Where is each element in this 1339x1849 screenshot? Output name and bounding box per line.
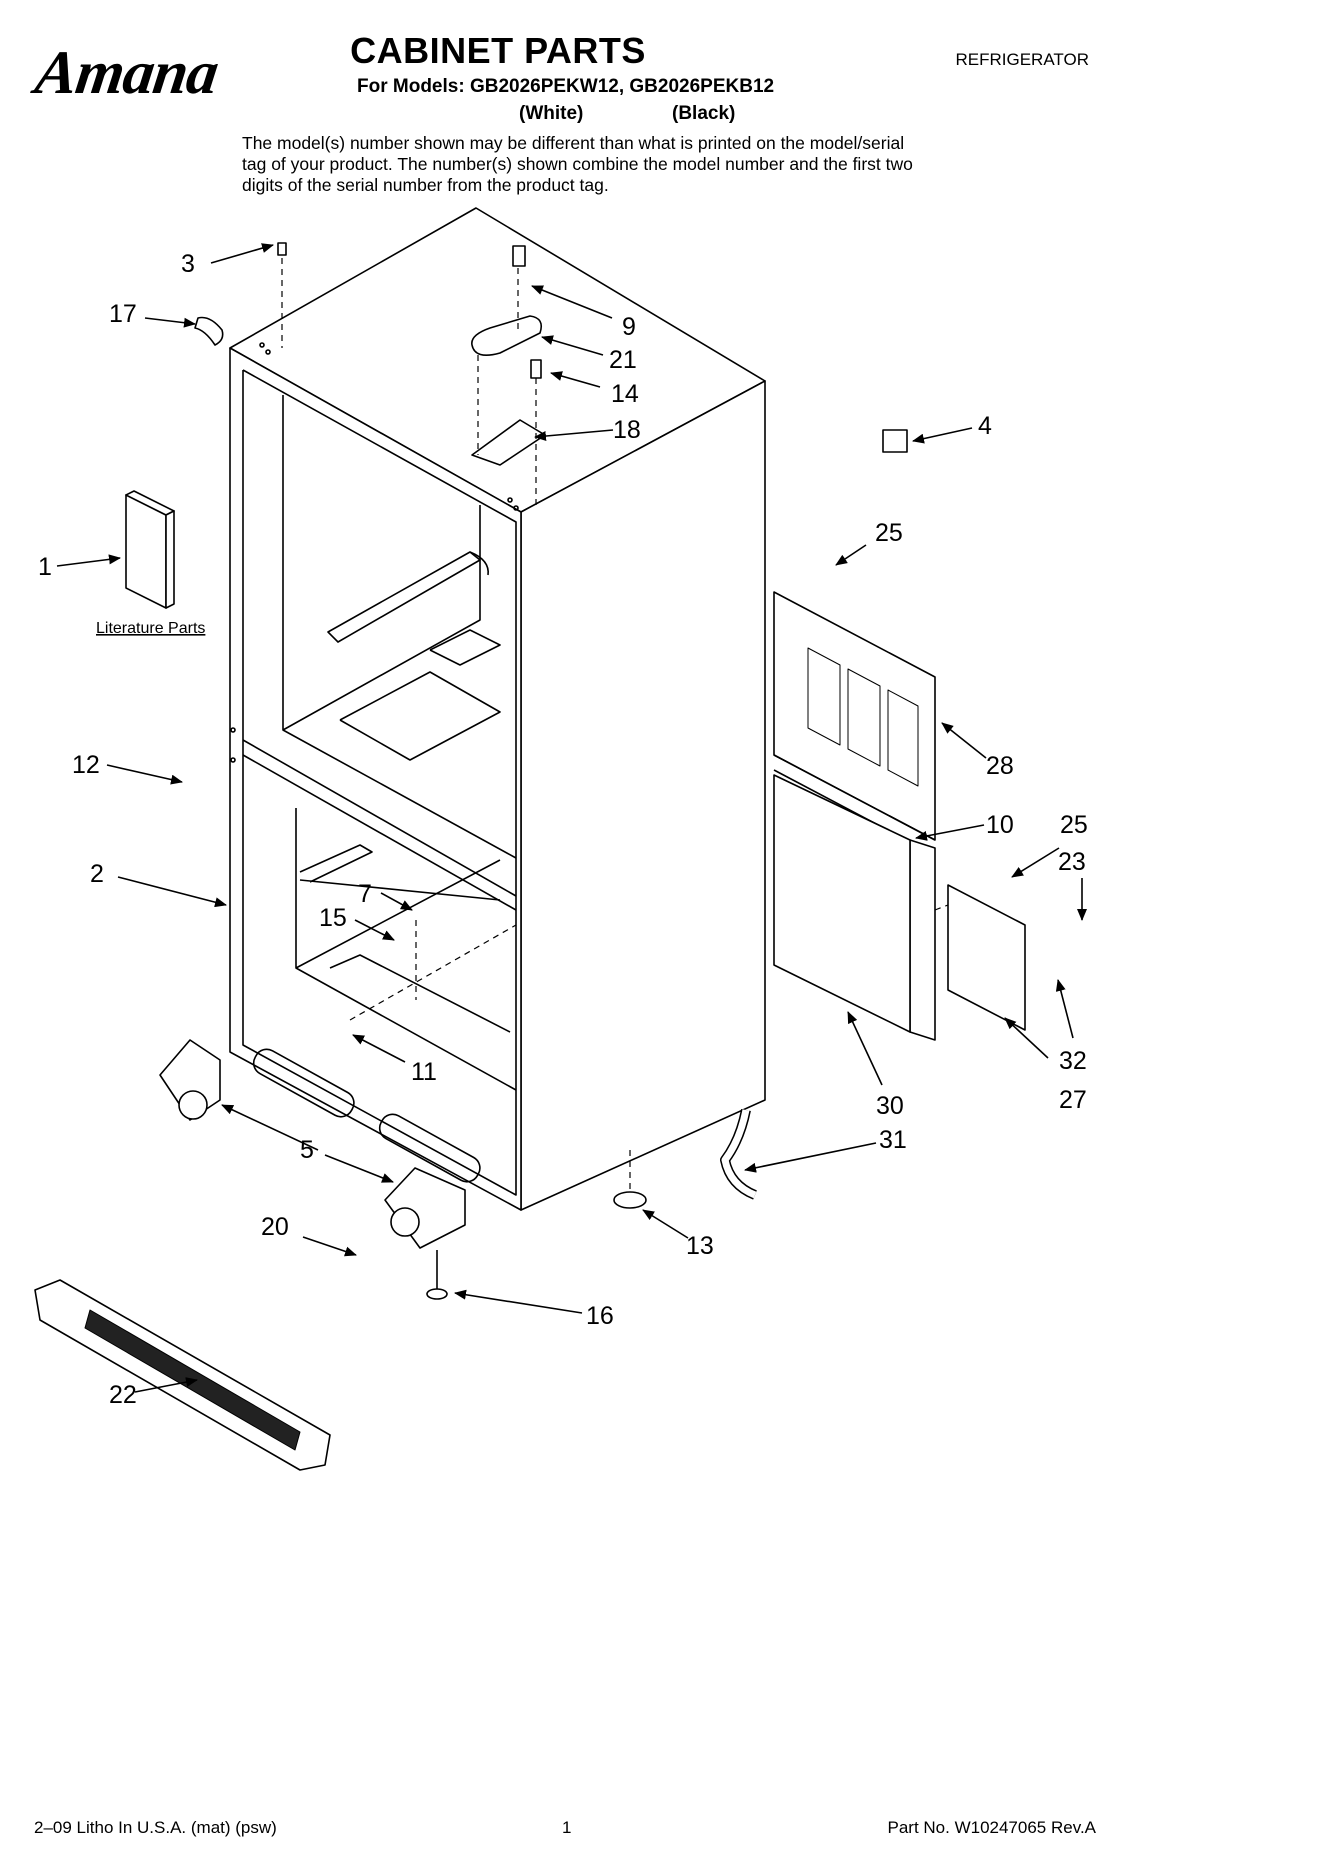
callout-16: 16: [586, 1302, 614, 1330]
callout-25-lower: 25: [1060, 811, 1088, 839]
compressor-shield: [773, 774, 1026, 1041]
callout-17: 17: [109, 300, 137, 328]
page-title: CABINET PARTS: [0, 30, 1136, 72]
callout-4: 4: [978, 412, 992, 440]
top-hinge-assembly: [194, 242, 908, 466]
models-line: For Models: GB2026PEKW12, GB2026PEKB12: [357, 76, 775, 97]
callout-32: 32: [1059, 1047, 1087, 1075]
roller-front-left: [159, 1039, 221, 1121]
literature-parts-label: Literature Parts: [96, 620, 205, 637]
callout-5: 5: [300, 1136, 314, 1164]
callout-23: 23: [1058, 848, 1086, 876]
callout-1: 1: [38, 553, 52, 581]
callout-3: 3: [181, 250, 195, 278]
assembly-guide-lines: [281, 258, 949, 1190]
callout-2: 2: [90, 860, 104, 888]
leader-arrows: [56, 243, 1087, 1393]
callout-11: 11: [411, 1058, 437, 1086]
footer-litho: 2–09 Litho In U.S.A. (mat) (psw): [34, 1818, 277, 1837]
callout-14: 14: [611, 380, 639, 408]
callout-12: 12: [72, 751, 100, 779]
callout-31: 31: [879, 1126, 907, 1154]
color-white-label: (White): [519, 103, 584, 124]
callout-21: 21: [609, 346, 637, 374]
category-label: REFRIGERATOR: [955, 50, 1090, 69]
callout-15: 15: [319, 904, 347, 932]
callout-7: 7: [358, 880, 372, 908]
callout-20: 20: [261, 1213, 289, 1241]
callout-25-upper: 25: [875, 519, 903, 547]
callout-10: 10: [986, 811, 1014, 839]
color-black-label: (Black): [672, 103, 736, 124]
callout-labels: 1 2 3 4 5 7 9 10 11 12 13 14 15 16 17 18…: [38, 250, 1088, 1409]
leveling-leg: [426, 1250, 448, 1300]
callout-22: 22: [109, 1381, 137, 1409]
callout-18: 18: [613, 416, 641, 444]
leveling-foot-pad: [613, 1191, 647, 1209]
rear-access-panel: [773, 591, 936, 856]
callout-27: 27: [1059, 1086, 1087, 1114]
page-title-text: CABINET PARTS: [350, 30, 646, 71]
roller-front-right: [384, 1167, 466, 1249]
disclaimer-text: The model(s) number shown may be differe…: [242, 133, 913, 195]
footer-page-number: 1: [562, 1818, 572, 1837]
literature-book: [125, 490, 175, 609]
callout-13: 13: [686, 1232, 714, 1260]
exploded-parts-diagram: 1 2 3 4 5 7 9 10 11 12 13 14 15 16 17 18…: [34, 207, 1088, 1471]
callout-9: 9: [622, 313, 636, 341]
callout-30: 30: [876, 1092, 904, 1120]
cabinet-body: [229, 207, 766, 1211]
footer-part-number: Part No. W10247065 Rev.A: [887, 1818, 1096, 1837]
base-grille: [34, 1279, 331, 1471]
callout-28: 28: [986, 752, 1014, 780]
